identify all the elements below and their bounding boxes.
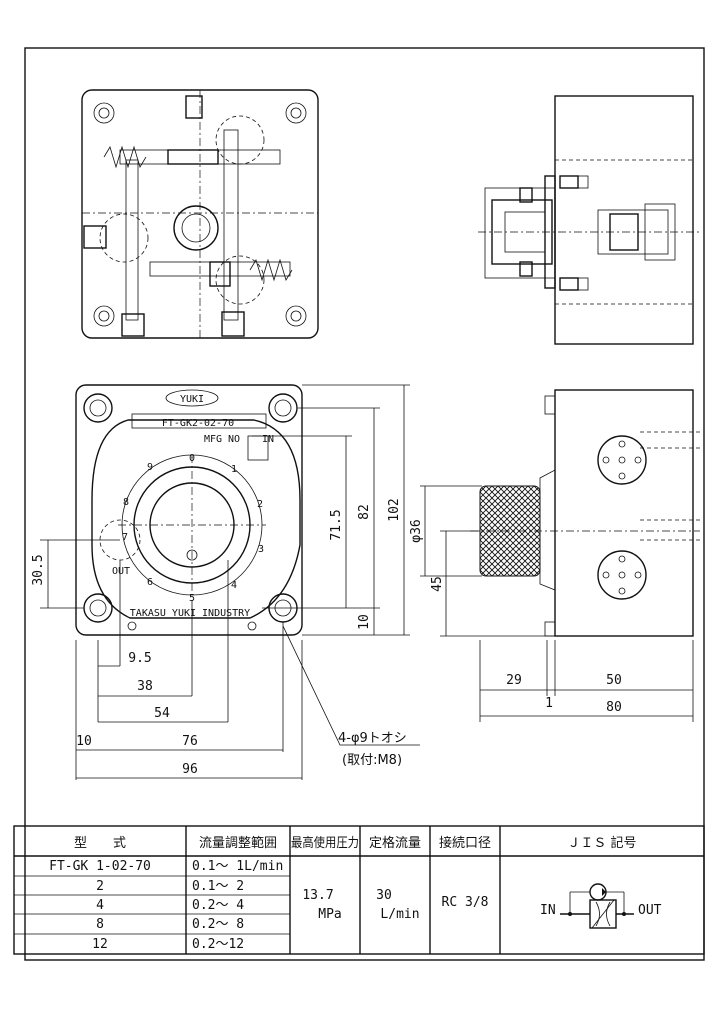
spec-table: [13, 825, 705, 955]
dim-10-right: 10: [357, 614, 372, 630]
row-3-range: 0.2～ 4: [192, 898, 244, 913]
in-port-label: IN: [262, 434, 274, 445]
brand-label: YUKI: [180, 394, 204, 405]
header-rated-flow: 定格流量: [369, 835, 421, 851]
dim-30-5: 30.5: [31, 554, 46, 585]
header-model: 型 式: [74, 836, 126, 851]
dial-5: 5: [189, 593, 195, 604]
dim-82: 82: [357, 504, 372, 520]
dim-45: 45: [430, 576, 445, 592]
port-size: RC 3/8: [442, 895, 489, 910]
dim-96: 96: [182, 762, 198, 777]
dim-1: 1: [545, 696, 553, 711]
dial-6: 6: [147, 577, 153, 588]
symbol-in-label: IN: [540, 903, 556, 918]
dim-102: 102: [387, 498, 402, 521]
dial-9: 9: [147, 462, 153, 473]
row-4-model: 8: [96, 917, 104, 932]
header-port-size: 接続口径: [439, 835, 491, 851]
side-view: [420, 389, 700, 722]
dim-9-5: 9.5: [128, 651, 151, 666]
row-4-range: 0.2～ 8: [192, 917, 244, 932]
dim-phi36: φ36: [409, 519, 424, 542]
model-plate-label: FT-GK2-02-70: [162, 418, 234, 429]
mfg-no-label: MFG NO: [204, 434, 240, 445]
dim-10-left: 10: [76, 734, 92, 749]
dial-3: 3: [258, 544, 264, 555]
front-view: [75, 384, 303, 636]
dial-7: 7: [122, 532, 128, 543]
row-5-model: 12: [92, 937, 108, 952]
dial-1: 1: [231, 464, 237, 475]
front-vertical-dimensions: [40, 384, 410, 636]
maker-label: TAKASU YUKI INDUSTRY: [130, 608, 250, 619]
row-2-model: 2: [96, 879, 104, 894]
dim-76: 76: [182, 734, 198, 749]
front-horizontal-dimensions: [75, 560, 420, 780]
row-1-model: FT-GK 1-02-70: [49, 859, 151, 874]
jis-flow-valve-symbol-icon: [560, 883, 634, 929]
symbol-out-label: OUT: [638, 903, 662, 918]
pressure-unit: MPa: [318, 907, 341, 922]
dim-80: 80: [606, 700, 622, 715]
header-flow-range: 流量調整範囲: [199, 836, 277, 851]
dial-8: 8: [123, 497, 129, 508]
row-1-range: 0.1～ 1L/min: [192, 859, 283, 874]
dim-29: 29: [506, 673, 522, 688]
dim-71-5: 71.5: [329, 509, 344, 540]
flow-value: 30: [376, 888, 392, 903]
section-plan-view: [81, 89, 319, 339]
row-2-range: 0.1～ 2: [192, 879, 244, 894]
row-3-model: 4: [96, 898, 104, 913]
mount-note: (取付:M8): [342, 753, 402, 768]
dial-2: 2: [257, 499, 263, 510]
hole-note: 4-φ9トオシ: [338, 731, 407, 746]
out-port-label: OUT: [112, 566, 130, 577]
dial-0: 0: [189, 453, 195, 464]
section-side-view: [478, 95, 700, 345]
row-5-range: 0.2～12: [192, 937, 244, 952]
header-jis-symbol: ＪＩＳ 記号: [567, 835, 636, 851]
pressure-value: 13.7: [302, 888, 333, 903]
dim-38: 38: [137, 679, 153, 694]
flow-unit: L/min: [380, 907, 419, 922]
dial-4: 4: [231, 580, 237, 591]
front-view-labels: YUKI FT-GK2-02-70 MFG NO IN OUT TAKASU Y…: [112, 394, 274, 619]
header-max-pressure: 最高使用圧力: [291, 835, 359, 851]
dim-50: 50: [606, 673, 622, 688]
dim-54: 54: [154, 706, 170, 721]
drawing-frame: [24, 47, 705, 961]
